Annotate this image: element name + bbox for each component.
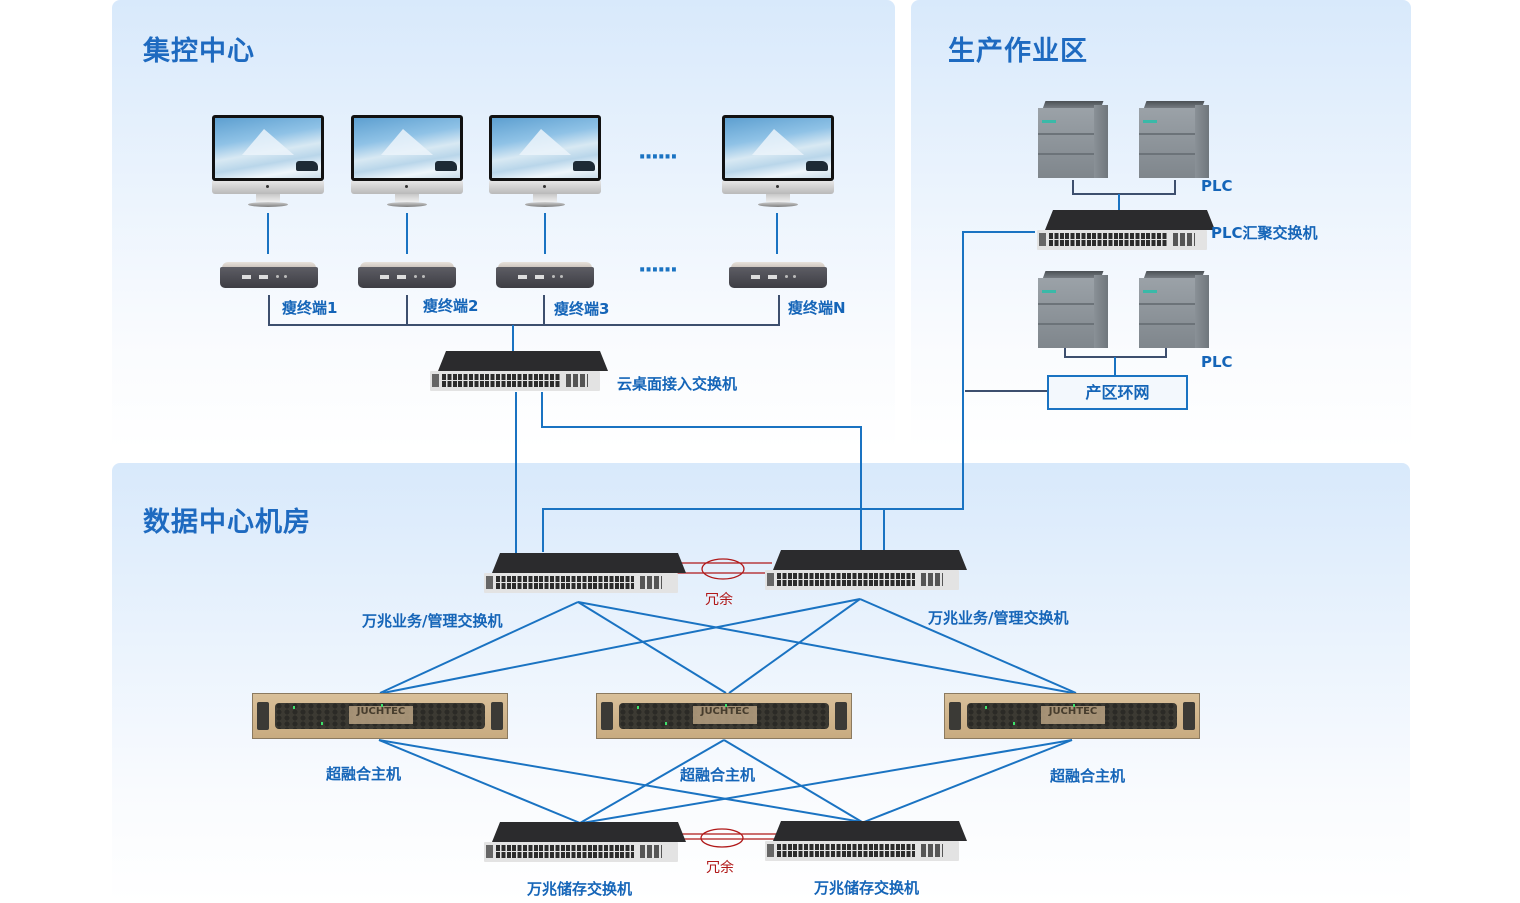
plc-bottom-label: PLC	[1201, 353, 1233, 371]
hci-host-brand-1: JUCHTEC	[349, 706, 413, 724]
zone-data-center	[112, 463, 1410, 903]
core-redundancy-label: 冗余	[705, 592, 733, 608]
link-access-core2	[541, 392, 862, 552]
link-host1-stor2	[378, 739, 863, 823]
thin-client-label-3: 瘦终端3	[554, 300, 610, 318]
access-switch	[430, 351, 608, 393]
thin-client-1	[220, 262, 318, 290]
core-host-mesh	[379, 598, 1077, 694]
host-storage-mesh	[378, 739, 1073, 824]
plc-aggregation-switch-label: PLC汇聚交换机	[1211, 224, 1318, 242]
link-core1-host2	[577, 601, 727, 694]
hci-host-2: JUCHTEC	[596, 693, 852, 739]
link-thin-bus	[268, 295, 780, 326]
plc-bottom-1	[1038, 271, 1108, 349]
link-core2-host2	[728, 598, 861, 694]
monitor-1	[212, 115, 324, 211]
hci-host-brand-2: JUCHTEC	[693, 706, 757, 724]
core-switch-label-1: 万兆业务/管理交换机	[362, 612, 503, 630]
link-host2-stor2	[723, 739, 863, 823]
zone-title-data-center: 数据中心机房	[143, 507, 311, 538]
thin-client-3	[496, 262, 594, 290]
thin-client-label-2: 瘦终端2	[423, 297, 479, 315]
hci-host-1: JUCHTEC	[252, 693, 508, 739]
thin-client-n	[729, 262, 827, 290]
hci-host-brand-3: JUCHTEC	[1041, 706, 1105, 724]
monitor-2	[351, 115, 463, 211]
hci-host-label-3: 超融合主机	[1050, 767, 1126, 785]
core-redundancy-ellipse	[701, 558, 745, 580]
link-plc-top-pair	[1072, 180, 1176, 195]
ellipsis-monitors: ······	[638, 145, 678, 170]
thin-client-2	[358, 262, 456, 290]
link-agg-datacenter	[542, 231, 1035, 552]
storage-switch-2	[765, 821, 967, 863]
zone-title-control-center: 集控中心	[143, 36, 255, 67]
link-host1-stor1	[378, 739, 581, 824]
link-host2-stor1	[579, 739, 725, 824]
thin-client-label-n: 瘦终端N	[788, 299, 846, 317]
core-switch-2	[765, 550, 967, 592]
core-switch-1	[484, 553, 686, 595]
link-host3-stor1	[581, 739, 1073, 824]
link-host3-stor2	[863, 739, 1073, 823]
storage-redundancy-ellipse	[700, 828, 744, 848]
zone-title-production-area: 生产作业区	[948, 36, 1088, 67]
link-core1-host1	[379, 601, 579, 694]
access-switch-label: 云桌面接入交换机	[617, 375, 738, 393]
link-core2-host1	[382, 598, 861, 694]
plc-bottom-2	[1139, 271, 1209, 349]
monitor-3	[489, 115, 601, 211]
plc-top-1	[1038, 101, 1108, 179]
plc-top-label: PLC	[1201, 177, 1233, 195]
thin-client-label-1: 瘦终端1	[282, 299, 338, 317]
storage-switch-1	[484, 822, 686, 864]
core-switch-label-2: 万兆业务/管理交换机	[928, 609, 1069, 627]
link-core1-host3	[577, 601, 1074, 694]
ring-network-box: 产区环网	[1047, 375, 1188, 410]
ellipsis-thin-clients: ······	[638, 258, 678, 283]
hci-host-label-1: 超融合主机	[326, 765, 402, 783]
monitor-n	[722, 115, 834, 211]
storage-switch-label-2: 万兆储存交换机	[814, 879, 920, 897]
link-core2-host3	[859, 598, 1077, 694]
plc-top-2	[1139, 101, 1209, 179]
storage-switch-label-1: 万兆储存交换机	[527, 880, 633, 898]
hci-host-3: JUCHTEC	[944, 693, 1200, 739]
plc-aggregation-switch	[1037, 210, 1215, 252]
hci-host-label-2: 超融合主机	[680, 766, 756, 784]
storage-redundancy-label: 冗余	[706, 860, 734, 876]
